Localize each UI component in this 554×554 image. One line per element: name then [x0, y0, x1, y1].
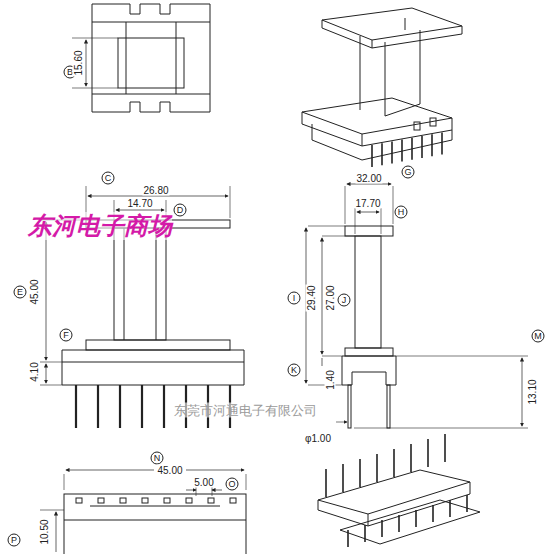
- dimension: 1.40: [325, 369, 336, 390]
- pin: [431, 134, 433, 156]
- pin: [411, 138, 413, 160]
- pin: [415, 510, 417, 527]
- pin: [342, 464, 344, 492]
- dimension: 26.80: [142, 185, 169, 196]
- pin-pad: [164, 498, 170, 503]
- callout-letter: J: [338, 294, 351, 307]
- pin-row: [326, 434, 467, 547]
- callout-letter: D: [174, 204, 187, 217]
- pin-row: [372, 132, 442, 167]
- pin: [427, 439, 429, 467]
- pin: [97, 385, 99, 428]
- dimension: 5.00: [193, 477, 214, 488]
- pin: [393, 449, 395, 477]
- pin-pad: [186, 498, 192, 503]
- pin: [325, 469, 327, 497]
- pin: [444, 434, 446, 462]
- dimension: 32.00: [355, 173, 382, 184]
- pin: [163, 385, 165, 428]
- callout-letter: K: [288, 364, 301, 377]
- pin-pad: [120, 498, 126, 503]
- pin: [466, 495, 468, 512]
- pin: [371, 145, 373, 167]
- pin: [347, 530, 349, 547]
- pin: [449, 500, 451, 517]
- pin: [410, 444, 412, 472]
- pin-pad: [142, 498, 148, 503]
- dimension: 13.10: [527, 378, 538, 405]
- callout-letter: M: [532, 330, 545, 343]
- bobbin-3d: [302, 8, 462, 160]
- dimension: 27.00: [325, 284, 336, 311]
- dimension: 29.40: [306, 284, 317, 311]
- pin: [119, 385, 121, 428]
- callout-letter: I: [288, 292, 301, 305]
- callout-letter: P: [8, 534, 21, 547]
- dimension: 15.60: [73, 49, 84, 76]
- dimension: 14.70: [126, 198, 153, 209]
- pin: [441, 132, 443, 154]
- watermark: 东河电子商场: [28, 212, 172, 240]
- pin: [391, 141, 393, 163]
- watermark: 东莞市河通电子有限公司: [174, 403, 317, 418]
- dimension: 45.00: [156, 465, 183, 476]
- top-view: [72, 4, 210, 112]
- callout-letter: C: [102, 172, 115, 185]
- pin: [381, 520, 383, 537]
- dimension: 17.70: [354, 198, 381, 209]
- pin: [141, 385, 143, 428]
- bottom-view: [40, 470, 246, 554]
- pin: [432, 505, 434, 522]
- pin: [75, 385, 77, 428]
- callout-letter: G: [402, 166, 415, 179]
- pin-pad: [230, 498, 236, 503]
- side-view: [306, 184, 528, 428]
- pin: [381, 143, 383, 165]
- callout-letter: F: [60, 329, 73, 342]
- pin: [359, 459, 361, 487]
- pin-pad: [76, 498, 82, 503]
- dimension: φ1.00: [304, 433, 332, 444]
- callout-letter: E: [14, 286, 27, 299]
- pin: [376, 454, 378, 482]
- pin: [401, 140, 403, 162]
- callout-letter: N: [151, 452, 164, 465]
- callout-letter: H: [395, 206, 408, 219]
- pin: [398, 515, 400, 532]
- dimension: 10.50: [39, 518, 50, 545]
- dimension: 45.00: [29, 278, 40, 305]
- pin-row: [76, 498, 236, 503]
- pin-pad: [98, 498, 104, 503]
- pin: [421, 136, 423, 158]
- pin: [364, 525, 366, 542]
- dimension: 4.10: [29, 361, 40, 382]
- callout-letter: O: [226, 478, 239, 491]
- pin-pad: [208, 498, 214, 503]
